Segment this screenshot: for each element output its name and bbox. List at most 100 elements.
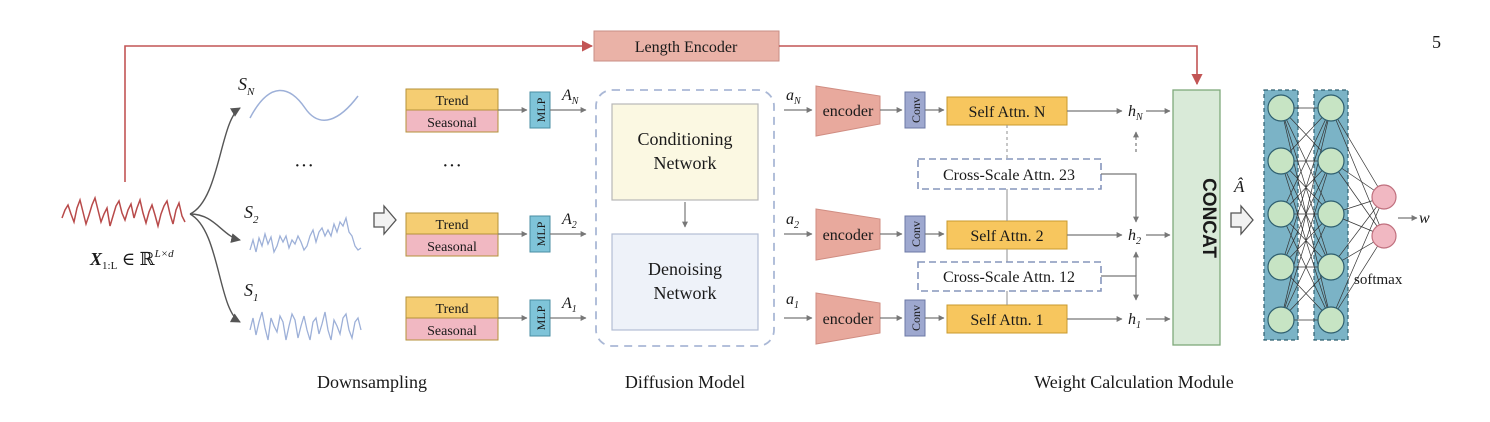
denoising-network-box xyxy=(611,233,759,331)
seasonal-label: Seasonal xyxy=(427,240,477,255)
mlp-n: MLP xyxy=(529,91,551,129)
cross-attn-12: Cross-Scale Attn. 12 xyxy=(917,261,1102,292)
page-number: 5 xyxy=(1432,32,1441,52)
conv-1: Conv xyxy=(904,299,926,337)
nn-edge xyxy=(1330,107,1385,198)
conv-label: Conv xyxy=(909,97,923,123)
h-label-2: h2 xyxy=(1128,227,1141,247)
self-attn-1: Self Attn. 1 xyxy=(946,304,1068,334)
concat-label: CONCAT xyxy=(1198,178,1219,258)
mlp-label: MLP xyxy=(534,221,548,246)
a-lower-1: a1 xyxy=(786,291,799,311)
a-lower-n: aN xyxy=(786,87,802,107)
nn-edge xyxy=(1280,107,1332,321)
nn-nodes xyxy=(1267,94,1397,334)
h-label-1: h1 xyxy=(1128,311,1141,331)
cross-attn-label: Cross-Scale Attn. 23 xyxy=(943,167,1075,184)
decomp-block-2: Trend Seasonal xyxy=(405,212,499,257)
nn-edge xyxy=(1280,160,1332,321)
a-lower-2: a2 xyxy=(786,211,799,231)
decomp-to-mlp-arrows xyxy=(498,107,528,321)
conv-label: Conv xyxy=(909,305,923,331)
scale-label-n: SN xyxy=(238,74,255,98)
attn-to-h-arrows xyxy=(1067,108,1123,322)
conv-n: Conv xyxy=(904,91,926,129)
conv-to-attn-arrows xyxy=(925,107,945,321)
downsampling-arrows xyxy=(189,107,241,323)
nn-edge xyxy=(1330,235,1385,321)
h-label-n: hN xyxy=(1128,103,1144,123)
encoder-to-conv-arrows xyxy=(880,107,903,321)
diffusion-container xyxy=(595,89,775,347)
hollow-arrow-1 xyxy=(373,204,397,236)
encoder-label: encoder xyxy=(823,103,874,120)
softmax-node xyxy=(1371,223,1397,249)
a-upper-1: A1 xyxy=(561,295,577,315)
nn-edge xyxy=(1330,160,1385,237)
encoder-2: encoder xyxy=(815,208,881,261)
nn-node xyxy=(1267,200,1295,228)
nn-node xyxy=(1317,306,1345,334)
self-attn-n: Self Attn. N xyxy=(946,96,1068,126)
a-upper-2: A2 xyxy=(561,211,577,231)
h-to-concat-arrows xyxy=(1146,108,1171,322)
decomp-block-n: Trend Seasonal xyxy=(405,88,499,133)
raw-input-series xyxy=(61,195,186,229)
trend-label: Trend xyxy=(436,302,469,317)
cross-attn-23: Cross-Scale Attn. 23 xyxy=(917,158,1102,190)
hollow-arrow-2 xyxy=(1230,204,1254,236)
encoder-1: encoder xyxy=(815,292,881,345)
trend-label: Trend xyxy=(436,94,469,109)
nn-edge xyxy=(1280,107,1332,215)
mlp-2: MLP xyxy=(529,215,551,253)
cross-to-h-arrows xyxy=(1101,131,1139,301)
scale-ellipsis: ··· xyxy=(294,155,314,177)
seasonal-label: Seasonal xyxy=(427,116,477,131)
encoder-label: encoder xyxy=(823,227,874,244)
encoder-n: encoder xyxy=(815,85,881,137)
a-input-arrows xyxy=(784,107,813,321)
self-attn-label: Self Attn. 2 xyxy=(970,228,1043,245)
mlp-out-arrows xyxy=(550,107,587,321)
conditioning-network-box xyxy=(611,103,759,201)
length-encoder-path: Length Encoder xyxy=(124,30,1203,182)
a-upper-n: AN xyxy=(561,87,580,107)
scale-label-1: S1 xyxy=(244,280,259,304)
nn-node xyxy=(1317,253,1345,281)
length-encoder-label: Length Encoder xyxy=(635,39,738,56)
scale-label-2: S2 xyxy=(244,202,259,226)
neural-network xyxy=(1263,89,1397,341)
self-attn-label: Self Attn. N xyxy=(969,104,1046,121)
nn-node xyxy=(1267,94,1295,122)
scale-series-1 xyxy=(249,311,362,341)
nn-edge xyxy=(1280,107,1332,268)
nn-node xyxy=(1267,306,1295,334)
encoder-label: encoder xyxy=(823,311,874,328)
softmax-node xyxy=(1371,184,1397,210)
nn-node xyxy=(1317,147,1345,175)
decomp-block-1: Trend Seasonal xyxy=(405,296,499,341)
mlp-label: MLP xyxy=(534,305,548,330)
nn-edge xyxy=(1330,196,1385,321)
conv-2: Conv xyxy=(904,215,926,253)
cross-attn-label: Cross-Scale Attn. 12 xyxy=(943,269,1075,286)
conv-label: Conv xyxy=(909,221,923,247)
mlp-label: MLP xyxy=(534,97,548,122)
mlp-1: MLP xyxy=(529,299,551,337)
softmax-label: softmax xyxy=(1354,272,1403,288)
self-attn-label: Self Attn. 1 xyxy=(970,312,1043,329)
concat-box xyxy=(1172,89,1221,346)
nn-edge xyxy=(1330,196,1385,268)
self-attn-2: Self Attn. 2 xyxy=(946,220,1068,250)
nn-node xyxy=(1317,94,1345,122)
a-hat-label: Â xyxy=(1233,177,1245,196)
downsampling-caption: Downsampling xyxy=(317,372,427,392)
nn-edge xyxy=(1330,107,1385,237)
w-label: w xyxy=(1419,210,1430,227)
nn-node xyxy=(1267,147,1295,175)
nn-edge xyxy=(1280,213,1332,321)
nn-node xyxy=(1317,200,1345,228)
diffusion-caption: Diffusion Model xyxy=(625,372,745,392)
